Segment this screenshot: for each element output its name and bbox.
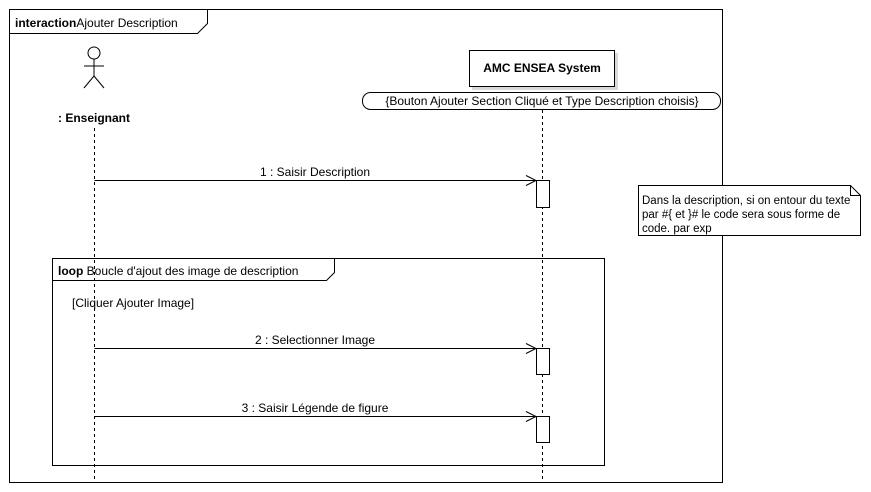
interaction-frame (9, 9, 723, 483)
system-name: AMC ENSEA System (483, 61, 601, 75)
activation-bar-1 (536, 180, 550, 208)
frame-title: interactionAjouter Description (15, 16, 178, 30)
system-lifeline-head (469, 50, 615, 87)
loop-fragment (52, 258, 605, 466)
frame-label-tab (9, 9, 208, 34)
message-label-1: 1 : Saisir Description (260, 165, 370, 179)
arrowhead-2 (525, 343, 538, 354)
frame-keyword: interaction (15, 16, 76, 30)
loop-guard: [Cliquer Ajouter Image] (72, 296, 194, 310)
loop-label-tab (52, 258, 335, 281)
message-label-3: 3 : Saisir Légende de figure (242, 401, 389, 415)
frame-name: Ajouter Description (76, 16, 177, 30)
actor-icon (83, 46, 105, 89)
state-invariant: {Bouton Ajouter Section Cliqué et Type D… (385, 94, 698, 108)
arrowhead-1 (525, 175, 538, 186)
state-invariant-box (362, 92, 721, 110)
note-box (638, 185, 861, 236)
note-fold (850, 185, 861, 196)
loop-title: loop Boucle d'ajout des image de descrip… (58, 264, 298, 278)
note-text: Dans la description, si on entour du tex… (642, 195, 851, 235)
message-label-2: 2 : Selectionner Image (255, 333, 375, 347)
arrowhead-3 (525, 411, 538, 422)
activation-bar-3 (536, 416, 550, 443)
loop-keyword: loop (58, 264, 83, 278)
actor-name: : Enseignant (58, 111, 130, 125)
activation-bar-2 (536, 348, 550, 375)
loop-name: Boucle d'ajout des image de description (87, 264, 299, 278)
